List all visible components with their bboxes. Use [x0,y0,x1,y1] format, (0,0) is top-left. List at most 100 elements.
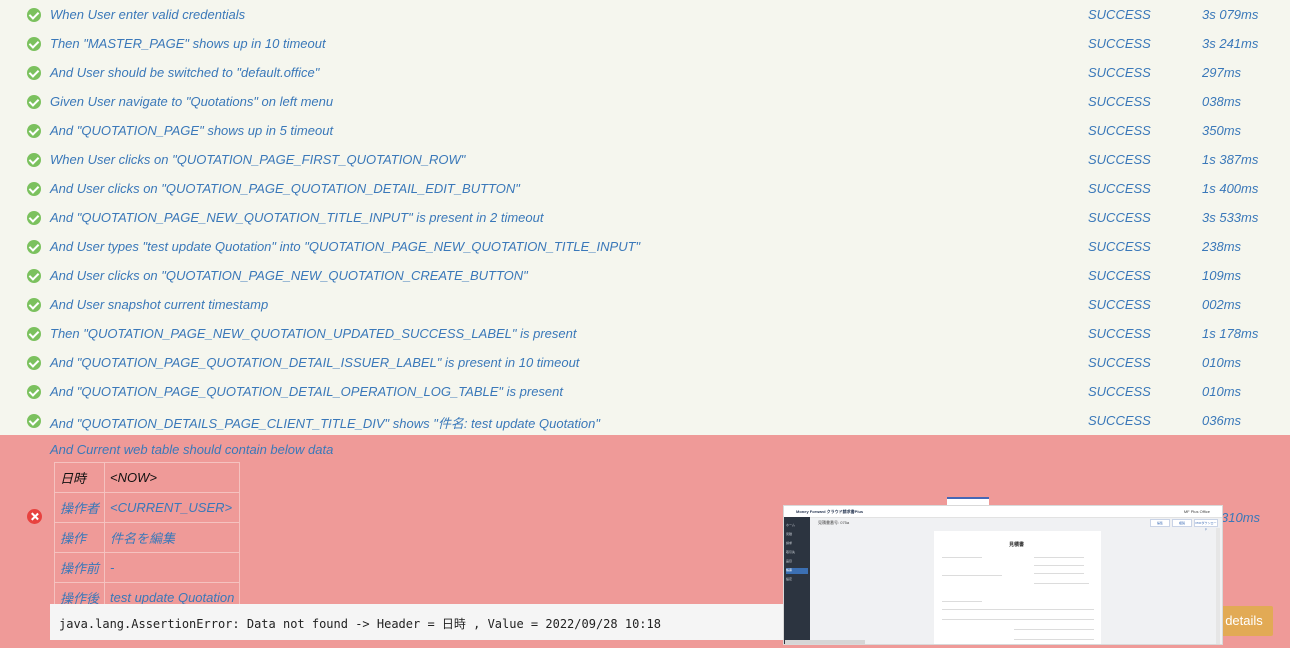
step-text: And User clicks on "QUOTATION_PAGE_NEW_Q… [50,268,528,283]
step-text: Given User navigate to "Quotations" on l… [50,94,334,109]
step-duration: 1s 400ms [1202,181,1259,196]
thumb-subheader: 見積書番号: 075a 編集 複製 PDFダウンロード [810,518,1222,531]
step-text: Then "MASTER_PAGE" shows up in 10 timeou… [50,36,326,51]
table-row: 日時<NOW> [53,462,241,493]
step-row[interactable]: Then "QUOTATION_PAGE_NEW_QUOTATION_UPDAT… [0,319,1290,348]
table-row: 操作前- [53,552,241,583]
check-circle-icon [27,37,41,51]
check-circle-icon [27,356,41,370]
thumb-edit-button: 編集 [1150,519,1170,527]
table-value: - [104,552,241,583]
thumb-document: 見積書 [934,531,1101,644]
step-status: SUCCESS [1088,152,1151,167]
check-circle-icon [27,414,41,428]
table-key: 操作者 [53,492,106,523]
step-row[interactable]: When User enter valid credentials SUCCESS… [0,0,1290,29]
step-row[interactable]: And "QUOTATION_PAGE" shows up in 5 timeo… [0,116,1290,145]
step-text: Then "QUOTATION_PAGE_NEW_QUOTATION_UPDAT… [50,326,577,341]
step-duration: 010ms [1202,384,1242,399]
thumb-pdf-button: PDFダウンロード [1194,519,1218,531]
thumb-scrollbar [1216,528,1220,644]
step-duration: 010ms [1202,355,1242,370]
step-status: SUCCESS [1088,36,1151,51]
step-row[interactable]: And "QUOTATION_DETAILS_PAGE_CLIENT_TITLE… [0,406,1290,435]
step-duration: 002ms [1202,297,1242,312]
thumb-sidebar-item: 見積 [786,532,793,536]
step-status: SUCCESS [1088,210,1151,225]
thumb-sidebar-item: 品目 [786,559,793,563]
step-row[interactable]: When User clicks on "QUOTATION_PAGE_FIRS… [0,145,1290,174]
step-row[interactable]: And User should be switched to "default.… [0,58,1290,87]
error-message: java.lang.AssertionError: Data not found… [50,604,785,640]
step-row[interactable]: Then "MASTER_PAGE" shows up in 10 timeou… [0,29,1290,58]
step-row[interactable]: Given User navigate to "Quotations" on l… [0,87,1290,116]
step-status: SUCCESS [1088,7,1151,22]
step-duration: 038ms [1202,94,1242,109]
thumb-header: Money Forward クラウド請求書Plus MF Plus Office [784,506,1222,518]
thumb-breadcrumb: 見積書番号: 075a [818,520,850,525]
thumb-line [1034,573,1084,574]
step-text: And User should be switched to "default.… [50,65,320,80]
step-duration: 238ms [1202,239,1242,254]
step-text: And User snapshot current timestamp [50,297,269,312]
step-row[interactable]: And User types "test update Quotation" i… [0,232,1290,261]
step-duration: 3s 079ms [1202,7,1259,22]
thumb-line [1014,639,1094,640]
step-status: SUCCESS [1088,326,1151,341]
check-circle-icon [27,298,41,312]
table-row: 操作件名を編集 [53,522,241,553]
check-circle-icon [27,240,41,254]
thumb-line [942,557,982,558]
table-value: <NOW> [104,462,241,493]
step-duration: 3s 533ms [1202,210,1259,225]
details-button[interactable]: details [1215,606,1273,636]
thumb-line [942,609,1094,610]
step-text: And "QUOTATION_PAGE" shows up in 5 timeo… [50,123,334,138]
check-circle-icon [27,66,41,80]
thumb-edge [785,640,865,644]
table-value: 件名を編集 [104,522,241,553]
thumb-line [1014,629,1094,630]
step-row[interactable]: And User clicks on "QUOTATION_PAGE_NEW_Q… [0,261,1290,290]
step-text: When User clicks on "QUOTATION_PAGE_FIRS… [50,152,466,167]
step-row[interactable]: And "QUOTATION_PAGE_QUOTATION_DETAIL_OPE… [0,377,1290,406]
screenshot-thumbnail[interactable]: Money Forward クラウド請求書Plus MF Plus Office… [783,505,1223,645]
check-circle-icon [27,182,41,196]
step-row[interactable]: And "QUOTATION_PAGE_QUOTATION_DETAIL_ISS… [0,348,1290,377]
check-circle-icon [27,385,41,399]
thumb-line [1034,565,1084,566]
step-text: And User types "test update Quotation" i… [50,239,641,254]
thumb-line [1034,583,1089,584]
check-circle-icon [27,8,41,22]
step-duration: 297ms [1202,65,1242,80]
thumb-sidebar-item: 請求 [786,541,793,545]
step-status: SUCCESS [1088,413,1151,428]
thumb-sidebar-item: 取引先 [786,550,796,554]
thumb-line [942,619,1094,620]
table-key: 操作 [53,522,106,553]
step-duration: 1s 178ms [1202,326,1259,341]
step-status: SUCCESS [1088,181,1151,196]
thumb-user: MF Plus Office [1183,509,1210,514]
step-duration: 109ms [1202,268,1242,283]
table-key: 日時 [53,462,106,493]
thumb-brand: Money Forward クラウド請求書Plus [796,509,864,514]
step-status: SUCCESS [1088,94,1151,109]
step-row[interactable]: And "QUOTATION_PAGE_NEW_QUOTATION_TITLE_… [0,203,1290,232]
step-status: SUCCESS [1088,355,1151,370]
check-circle-icon [27,211,41,225]
step-status: SUCCESS [1088,384,1151,399]
table-key: 操作前 [53,552,106,583]
thumb-line [942,575,1002,576]
step-status: SUCCESS [1088,65,1151,80]
step-row[interactable]: And User clicks on "QUOTATION_PAGE_QUOTA… [0,174,1290,203]
check-circle-icon [27,269,41,283]
step-text: When User enter valid credentials [50,7,246,22]
thumb-sidebar: ホーム見積請求取引先品目帳票設定 [784,517,810,644]
check-circle-icon [27,95,41,109]
step-text: And "QUOTATION_PAGE_NEW_QUOTATION_TITLE_… [50,210,544,225]
failed-step-title: And Current web table should contain bel… [50,442,334,457]
